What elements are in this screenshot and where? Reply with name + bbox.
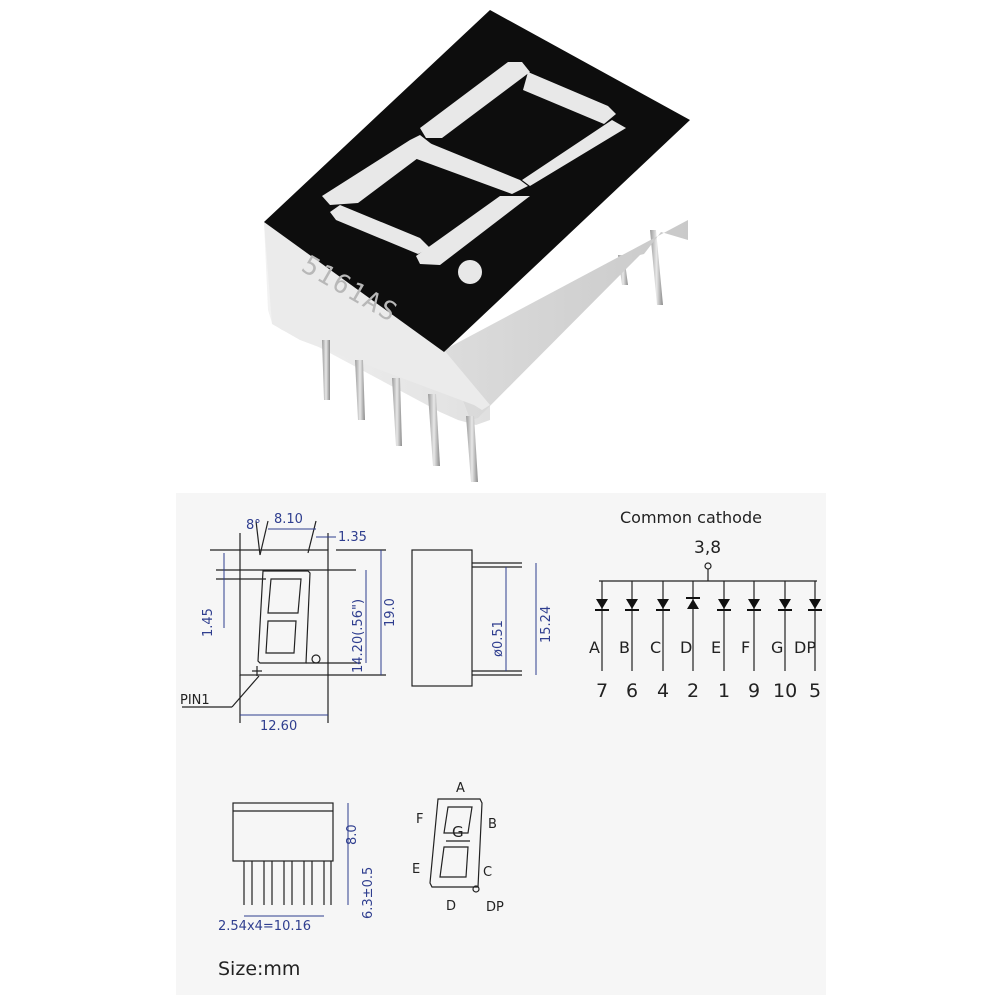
- sch-pin-g: 10: [773, 680, 797, 702]
- sch-seg-d: D: [680, 638, 692, 657]
- pin1-label: PIN1: [180, 693, 210, 708]
- pin-length-label: 6.3±0.5: [361, 867, 376, 919]
- sch-seg-c: C: [650, 638, 661, 657]
- technical-drawing: 8° 8.10 1.35 1.45 14.20(.56") 19.0 PIN1 …: [176, 493, 826, 995]
- schematic-title: Common cathode: [620, 508, 762, 527]
- width-bottom-label: 12.60: [260, 719, 297, 734]
- width-top-label: 8.10: [274, 512, 303, 527]
- size-note: Size:mm: [218, 958, 300, 980]
- sch-pin-c: 4: [657, 680, 669, 702]
- seg-label-f: F: [416, 812, 423, 827]
- bottom-view: [232, 802, 334, 905]
- diode-e: [718, 599, 730, 609]
- sch-seg-dp: DP: [794, 638, 816, 657]
- front-view: [182, 520, 386, 723]
- diode-c: [657, 599, 669, 609]
- schematic-segment-labels: A B C D E F G DP: [589, 638, 816, 657]
- led-display-illustration: 5161AS: [264, 10, 690, 482]
- side-view: [411, 549, 522, 687]
- seg-label-b: B: [488, 817, 497, 832]
- diode-dp: [809, 599, 821, 609]
- seg-label-a: A: [456, 781, 465, 796]
- digit-height-label: 14.20(.56"): [351, 599, 366, 673]
- side-view-dimensions: [505, 563, 537, 675]
- dimension-drawing: 8° 8.10 1.35 1.45 14.20(.56") 19.0 PIN1 …: [180, 508, 822, 980]
- seg-label-c: C: [483, 865, 492, 880]
- sch-pin-f: 9: [748, 680, 760, 702]
- display-body-right-face: [444, 220, 688, 420]
- front-view-dimensions: [223, 528, 382, 716]
- sch-seg-g: G: [771, 638, 783, 657]
- offset-right-label: 1.35: [338, 530, 367, 545]
- body-height-label: 8.0: [345, 824, 360, 845]
- sch-pin-b: 6: [626, 680, 638, 702]
- seg-label-dp: DP: [486, 900, 504, 915]
- diode-d: [687, 599, 699, 609]
- product-photo: 5161AS: [0, 0, 1000, 490]
- pin-pitch-label: 15.24: [539, 606, 554, 643]
- seg-label-e: E: [412, 862, 420, 877]
- schematic: [599, 562, 817, 671]
- bottom-view-dimensions: [244, 803, 349, 917]
- angle-label: 8°: [246, 518, 261, 533]
- diodes: [595, 597, 822, 611]
- sch-pin-dp: 5: [809, 680, 821, 702]
- digit-segments: [322, 62, 626, 284]
- pitch-label: 2.54x4=10.16: [218, 919, 311, 934]
- sch-pin-e: 1: [718, 680, 730, 702]
- seg-thickness-label: 1.45: [201, 608, 216, 637]
- sch-seg-b: B: [619, 638, 630, 657]
- diode-g: [779, 599, 791, 609]
- sch-seg-e: E: [711, 638, 721, 657]
- sch-pin-d: 2: [687, 680, 699, 702]
- sch-seg-a: A: [589, 638, 600, 657]
- segment-map: [429, 798, 483, 893]
- common-pins: 3,8: [694, 538, 721, 558]
- sch-pin-a: 7: [596, 680, 608, 702]
- total-height-label: 19.0: [383, 598, 398, 627]
- pin-diameter-label: ø0.51: [491, 620, 506, 657]
- segment-map-labels: A B C D E F G DP: [412, 781, 504, 915]
- diode-f: [748, 599, 760, 609]
- diode-b: [626, 599, 638, 609]
- front-pins: [322, 340, 478, 482]
- sch-seg-f: F: [741, 638, 750, 657]
- diode-a: [596, 599, 608, 609]
- seg-label-d: D: [446, 899, 456, 914]
- seg-label-g: G: [452, 823, 464, 841]
- schematic-pin-numbers: 7 6 4 2 1 9 10 5: [596, 680, 821, 702]
